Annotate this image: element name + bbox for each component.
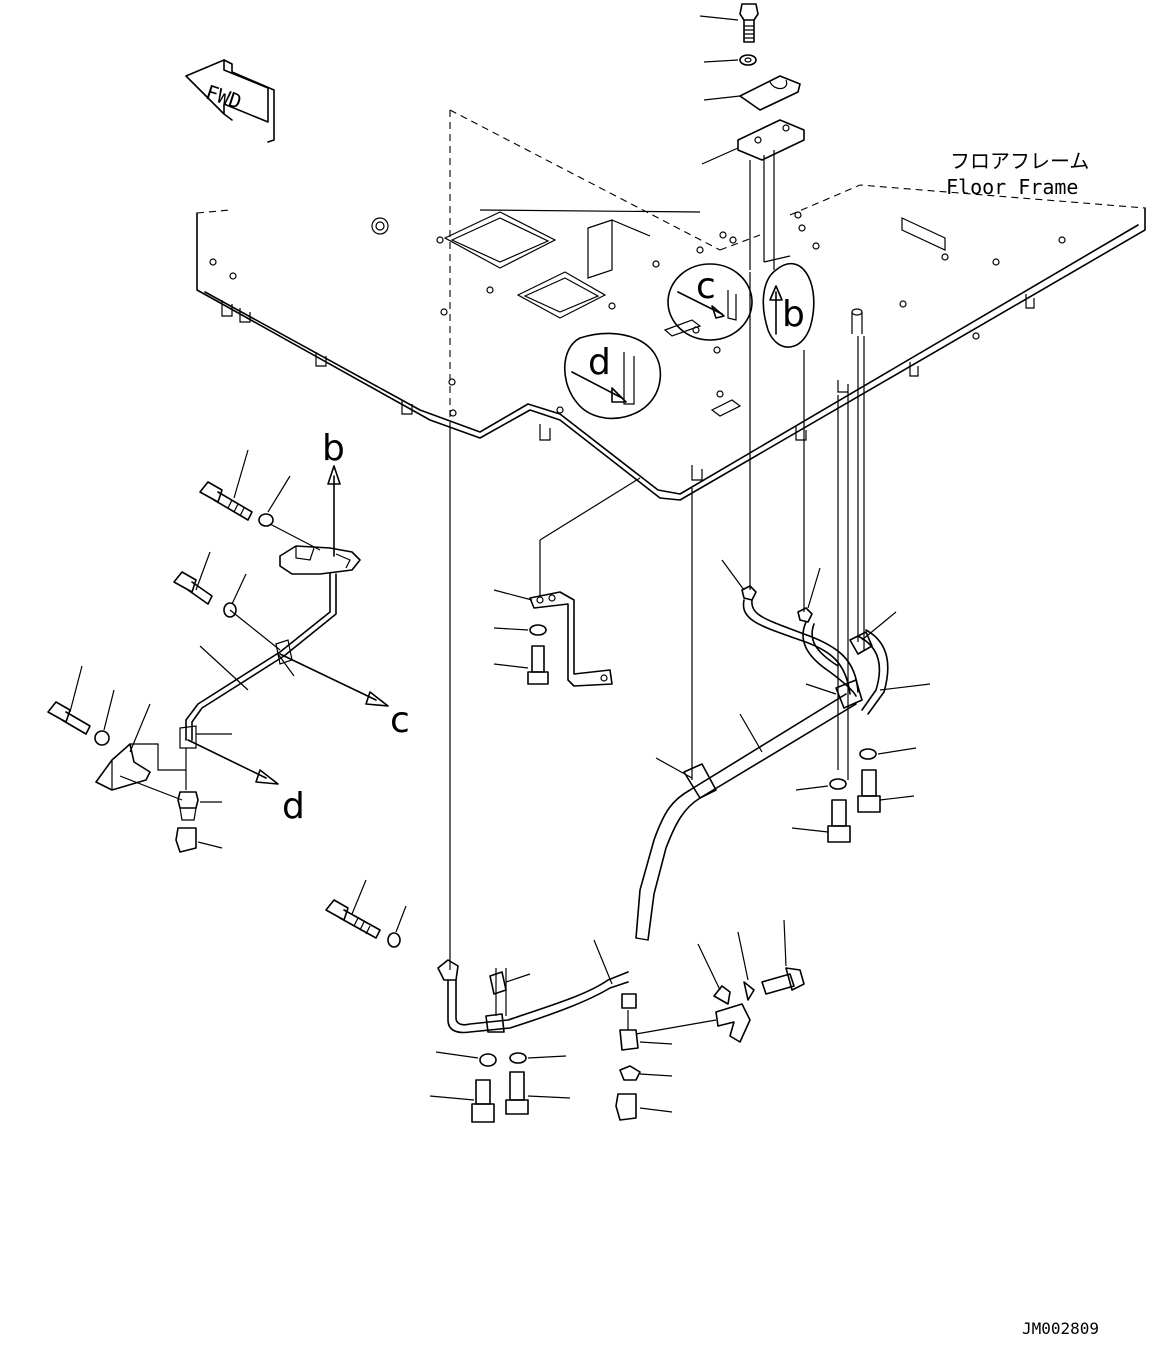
- frame-holes: [209, 211, 1066, 417]
- floor-frame-label-en: Floor Frame: [946, 175, 1078, 199]
- callout-b-top-label: b: [782, 294, 805, 335]
- callout-d-top-label: d: [588, 342, 611, 383]
- floor-frame-label-jp: フロアフレーム: [950, 149, 1089, 173]
- bottom-assembly: [325, 879, 805, 1123]
- left-assembly: b c d: [47, 428, 410, 853]
- callout-c-top: c: [667, 263, 753, 341]
- drawing-id: JM002809: [1022, 1319, 1099, 1338]
- callout-b-top: b: [762, 263, 815, 348]
- callout-d-top: d: [563, 332, 662, 420]
- leader-lines-to-frame: [449, 272, 865, 970]
- center-bracket-assembly: [493, 589, 613, 687]
- frame-tabs: [221, 217, 1035, 481]
- callout-d-left-label: d: [282, 786, 305, 827]
- fwd-label: FWD: [203, 80, 245, 114]
- callout-c-top-label: c: [696, 266, 716, 307]
- callout-b-left-label: b: [322, 428, 345, 469]
- callout-c-left-label: c: [390, 700, 410, 741]
- floor-frame: [196, 109, 1146, 501]
- top-hardware-stack: [699, 3, 805, 270]
- right-tube-assembly: [635, 559, 931, 941]
- fwd-arrow: FWD: [185, 59, 275, 143]
